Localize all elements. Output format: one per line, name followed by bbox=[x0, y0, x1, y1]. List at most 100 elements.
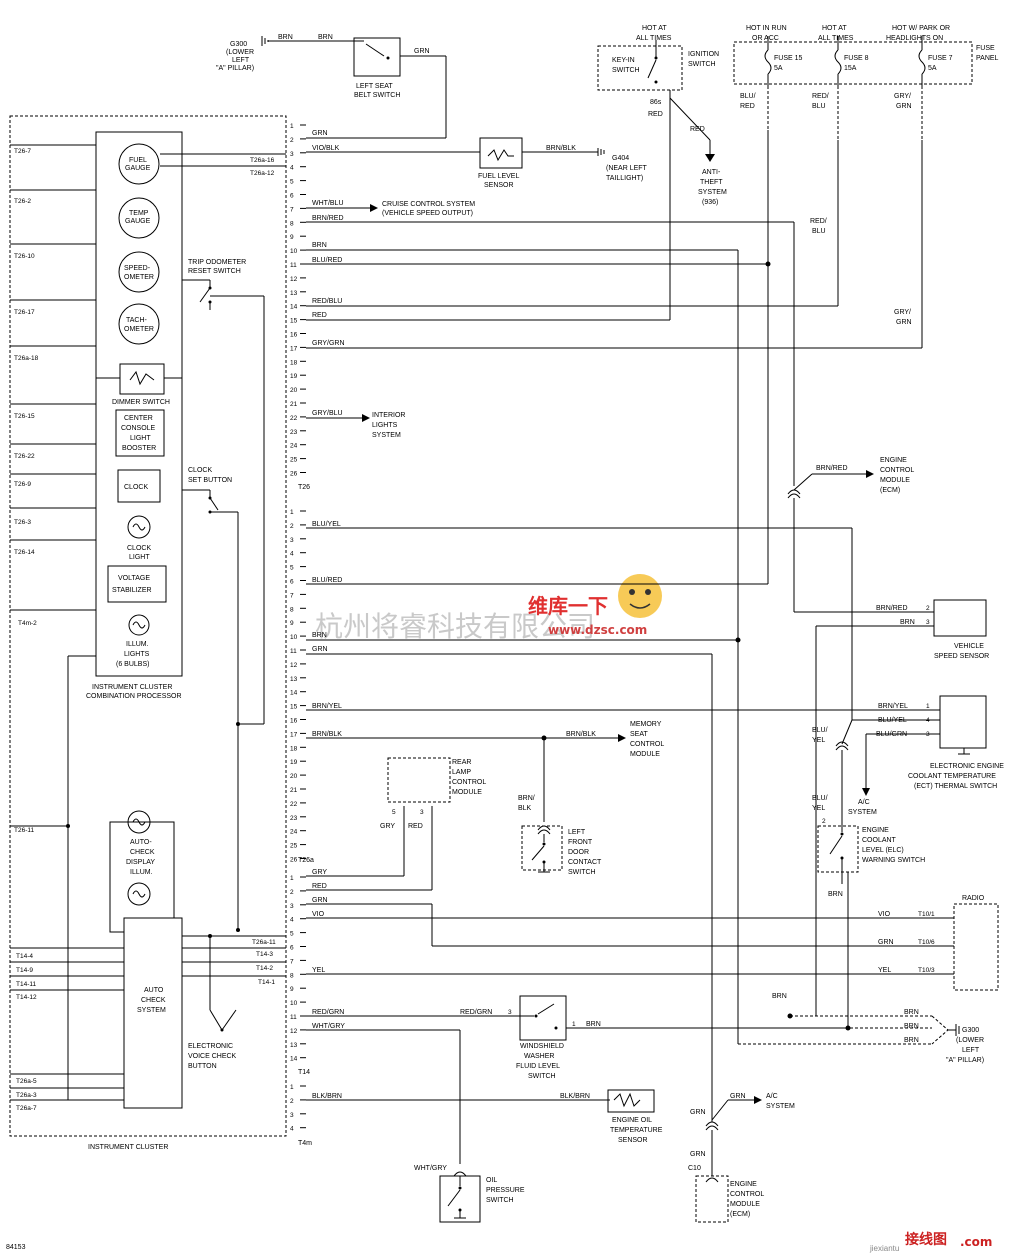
t26-8-color: BRN/RED bbox=[312, 215, 344, 222]
seat-belt-switch[interactable] bbox=[348, 40, 390, 60]
pin-number: 23 bbox=[290, 815, 298, 822]
pin-number: 1 bbox=[290, 1084, 294, 1091]
svg-text:BRN/BLK: BRN/BLK bbox=[546, 145, 576, 152]
svg-text:FUEL: FUEL bbox=[129, 157, 147, 164]
svg-text:T14-11: T14-11 bbox=[16, 981, 36, 988]
door-label-4: CONTACT bbox=[568, 859, 602, 866]
pin-number: 9 bbox=[290, 986, 294, 993]
t26-11-color: BLU/RED bbox=[312, 257, 342, 264]
t26-22-color: GRY/BLU bbox=[312, 410, 343, 417]
speedometer: SPEED- OMETER bbox=[118, 251, 160, 293]
voice-label-3: BUTTON bbox=[188, 1063, 217, 1070]
antitheft-arrow-icon bbox=[705, 154, 715, 162]
voice-label-1: ELECTRONIC bbox=[188, 1043, 233, 1050]
oil-pressure-switch[interactable] bbox=[447, 1176, 466, 1219]
svg-text:T4m-2: T4m-2 bbox=[18, 620, 37, 627]
g300-top-loc1: (LOWER bbox=[226, 49, 254, 56]
trip-reset-switch[interactable] bbox=[199, 280, 212, 310]
voice-check-button[interactable] bbox=[209, 1009, 237, 1032]
svg-text:5: 5 bbox=[392, 809, 396, 816]
ecm-bottom-label-3: MODULE bbox=[730, 1201, 760, 1208]
fuel-gauge: FUEL GAUGE bbox=[118, 143, 160, 185]
ect-label-1: ELECTRONIC ENGINE bbox=[930, 763, 1004, 770]
oil-press-label-2: PRESSURE bbox=[486, 1187, 525, 1194]
svg-text:RED: RED bbox=[648, 111, 663, 118]
radio-pin-1: T10/1 bbox=[918, 911, 935, 918]
auto-check-left-pins: T14-4 T14-9 T14-11 T14-12 T26a-5 T26a-3 … bbox=[10, 947, 124, 1112]
t26-7-color: WHT/BLU bbox=[312, 200, 344, 207]
radio-box bbox=[953, 903, 999, 991]
svg-text:BLU: BLU bbox=[812, 103, 826, 110]
pin-t26a-12: T26a-12 bbox=[250, 170, 275, 177]
clock-light-label-2: LIGHT bbox=[129, 554, 150, 561]
pin-number: 17 bbox=[290, 345, 298, 352]
door-label-3: DOOR bbox=[568, 849, 589, 856]
fuse-15-label: FUSE 15 bbox=[774, 55, 803, 62]
pin-number: 5 bbox=[290, 931, 294, 938]
door-contact-switch[interactable] bbox=[531, 834, 550, 873]
acs-label-1: AUTO bbox=[144, 987, 164, 994]
svg-text:RED/: RED/ bbox=[812, 93, 829, 100]
pin-number: 6 bbox=[290, 945, 294, 952]
connector-t26: T26 bbox=[298, 484, 310, 491]
svg-text:BLK: BLK bbox=[518, 805, 532, 812]
svg-text:T26-17: T26-17 bbox=[14, 309, 35, 316]
clock-light-bulb-icon bbox=[127, 515, 151, 539]
svg-text:BLU/: BLU/ bbox=[812, 727, 828, 734]
fuse-panel-label-2: PANEL bbox=[976, 55, 999, 62]
pin-number: 7 bbox=[290, 592, 294, 599]
watermark-url: www.dzsc.com bbox=[548, 623, 647, 637]
pin-number: 1 bbox=[290, 875, 294, 882]
pin-number: 14 bbox=[290, 304, 298, 311]
radio-pin-3-color: YEL bbox=[878, 967, 891, 974]
svg-text:BRN: BRN bbox=[772, 993, 787, 1000]
antitheft-label-1: ANTI- bbox=[702, 169, 721, 176]
g404-loc1: (NEAR LEFT bbox=[606, 165, 648, 172]
fuse-hot-1b: OR ACC bbox=[752, 35, 779, 42]
key-in-switch[interactable] bbox=[647, 40, 658, 84]
svg-text:3: 3 bbox=[926, 619, 930, 626]
svg-text:GAUGE: GAUGE bbox=[125, 218, 151, 225]
aci-label-4: ILLUM. bbox=[130, 869, 153, 876]
ac1-arrow-icon bbox=[862, 788, 870, 796]
pin-number: 7 bbox=[290, 206, 294, 213]
fuel-level-sensor-box bbox=[479, 137, 523, 169]
connector-t14: T14 bbox=[298, 1069, 310, 1076]
t26a2-4-color: VIO bbox=[312, 911, 325, 918]
svg-text:T26-2: T26-2 bbox=[14, 198, 31, 205]
pin-number: 8 bbox=[290, 606, 294, 613]
pin-number: 13 bbox=[290, 290, 298, 297]
t14-12-color: WHT/GRY bbox=[312, 1023, 345, 1030]
auto-check-system-box bbox=[123, 917, 183, 1109]
elc-warning-switch[interactable] bbox=[829, 818, 844, 884]
fuse-hot-2a: HOT AT bbox=[822, 25, 847, 32]
svg-text:3: 3 bbox=[926, 731, 930, 738]
watermark-company: 杭州将睿科技有限公司 bbox=[315, 610, 595, 643]
pin-number: 3 bbox=[290, 151, 294, 158]
pin-number: 8 bbox=[290, 972, 294, 979]
antitheft-label-4: (936) bbox=[702, 199, 718, 206]
t26a2-8-color: YEL bbox=[312, 967, 325, 974]
clock-set-button[interactable] bbox=[208, 490, 219, 514]
svg-text:RED: RED bbox=[740, 103, 755, 110]
washer-fluid-switch[interactable] bbox=[526, 1003, 558, 1030]
vehicle-speed-sensor-box bbox=[933, 599, 987, 637]
ect-thermal-switch-box bbox=[939, 695, 987, 749]
svg-text:BRN: BRN bbox=[904, 1023, 919, 1030]
pin-number: 11 bbox=[290, 1014, 297, 1021]
g300-right-loc3: "A" PILLAR) bbox=[946, 1057, 984, 1064]
antitheft-label-2: THEFT bbox=[700, 179, 723, 186]
svg-text:1: 1 bbox=[926, 703, 930, 710]
vss-label-2: SPEED SENSOR bbox=[934, 653, 989, 660]
ect-label-2: COOLANT TEMPERATURE bbox=[908, 773, 996, 780]
svg-text:BLU: BLU bbox=[812, 228, 826, 235]
temp-gauge: TEMP GAUGE bbox=[118, 197, 160, 239]
door-contact-connector bbox=[537, 825, 551, 835]
pin-number: 12 bbox=[290, 662, 298, 669]
svg-text:GRN: GRN bbox=[690, 1109, 706, 1116]
radio-pin-1-color: VIO bbox=[878, 911, 891, 918]
svg-text:2: 2 bbox=[926, 605, 930, 612]
ecm-top-connector bbox=[787, 489, 801, 499]
dimmer-switch-label: DIMMER SWITCH bbox=[112, 399, 170, 406]
